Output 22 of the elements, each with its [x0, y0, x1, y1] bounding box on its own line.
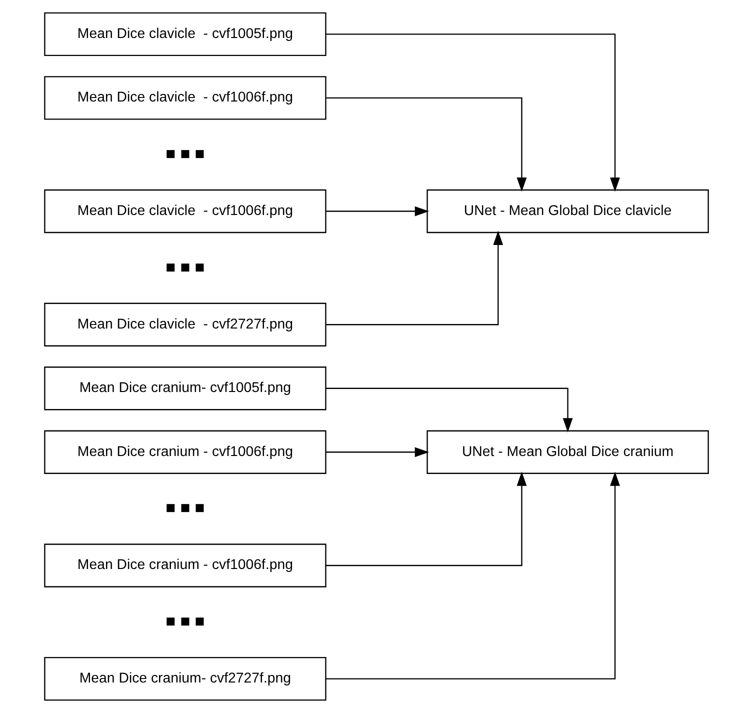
arrow: [325, 34, 620, 192]
arrow: [326, 447, 429, 458]
arrow: [325, 472, 526, 566]
label: ■ ■ ■: [165, 144, 204, 163]
label: ■ ■ ■: [165, 498, 204, 518]
node-box: Mean Dice cranium- cvf2727f.png: [44, 657, 326, 701]
label: ■ ■ ■: [165, 257, 204, 276]
label: ■ ■ ■: [165, 612, 204, 631]
node-box: Mean Dice clavicle - cvf2727f.png: [44, 302, 326, 346]
node-box: UNet - Mean Global Dice clavicle: [426, 189, 708, 234]
node-box: Mean Dice clavicle - cvf1006f.png: [44, 189, 326, 234]
arrow: [326, 388, 572, 432]
node-box: Mean Dice cranium - cvf1006f.png: [44, 544, 326, 588]
node-box: Mean Dice cranium - cvf1006f.png: [44, 430, 326, 474]
node-box: Mean Dice cranium- cvf1005f.png: [44, 366, 326, 410]
node-box: UNet - Mean Global Dice cranium: [426, 430, 708, 474]
arrow: [325, 97, 526, 192]
arrow: [326, 230, 503, 326]
node-box: Mean Dice clavicle - cvf1006f.png: [44, 76, 326, 120]
node-box: Mean Dice clavicle - cvf1005f.png: [44, 12, 326, 56]
arrow: [326, 206, 429, 216]
arrow: [325, 472, 620, 680]
